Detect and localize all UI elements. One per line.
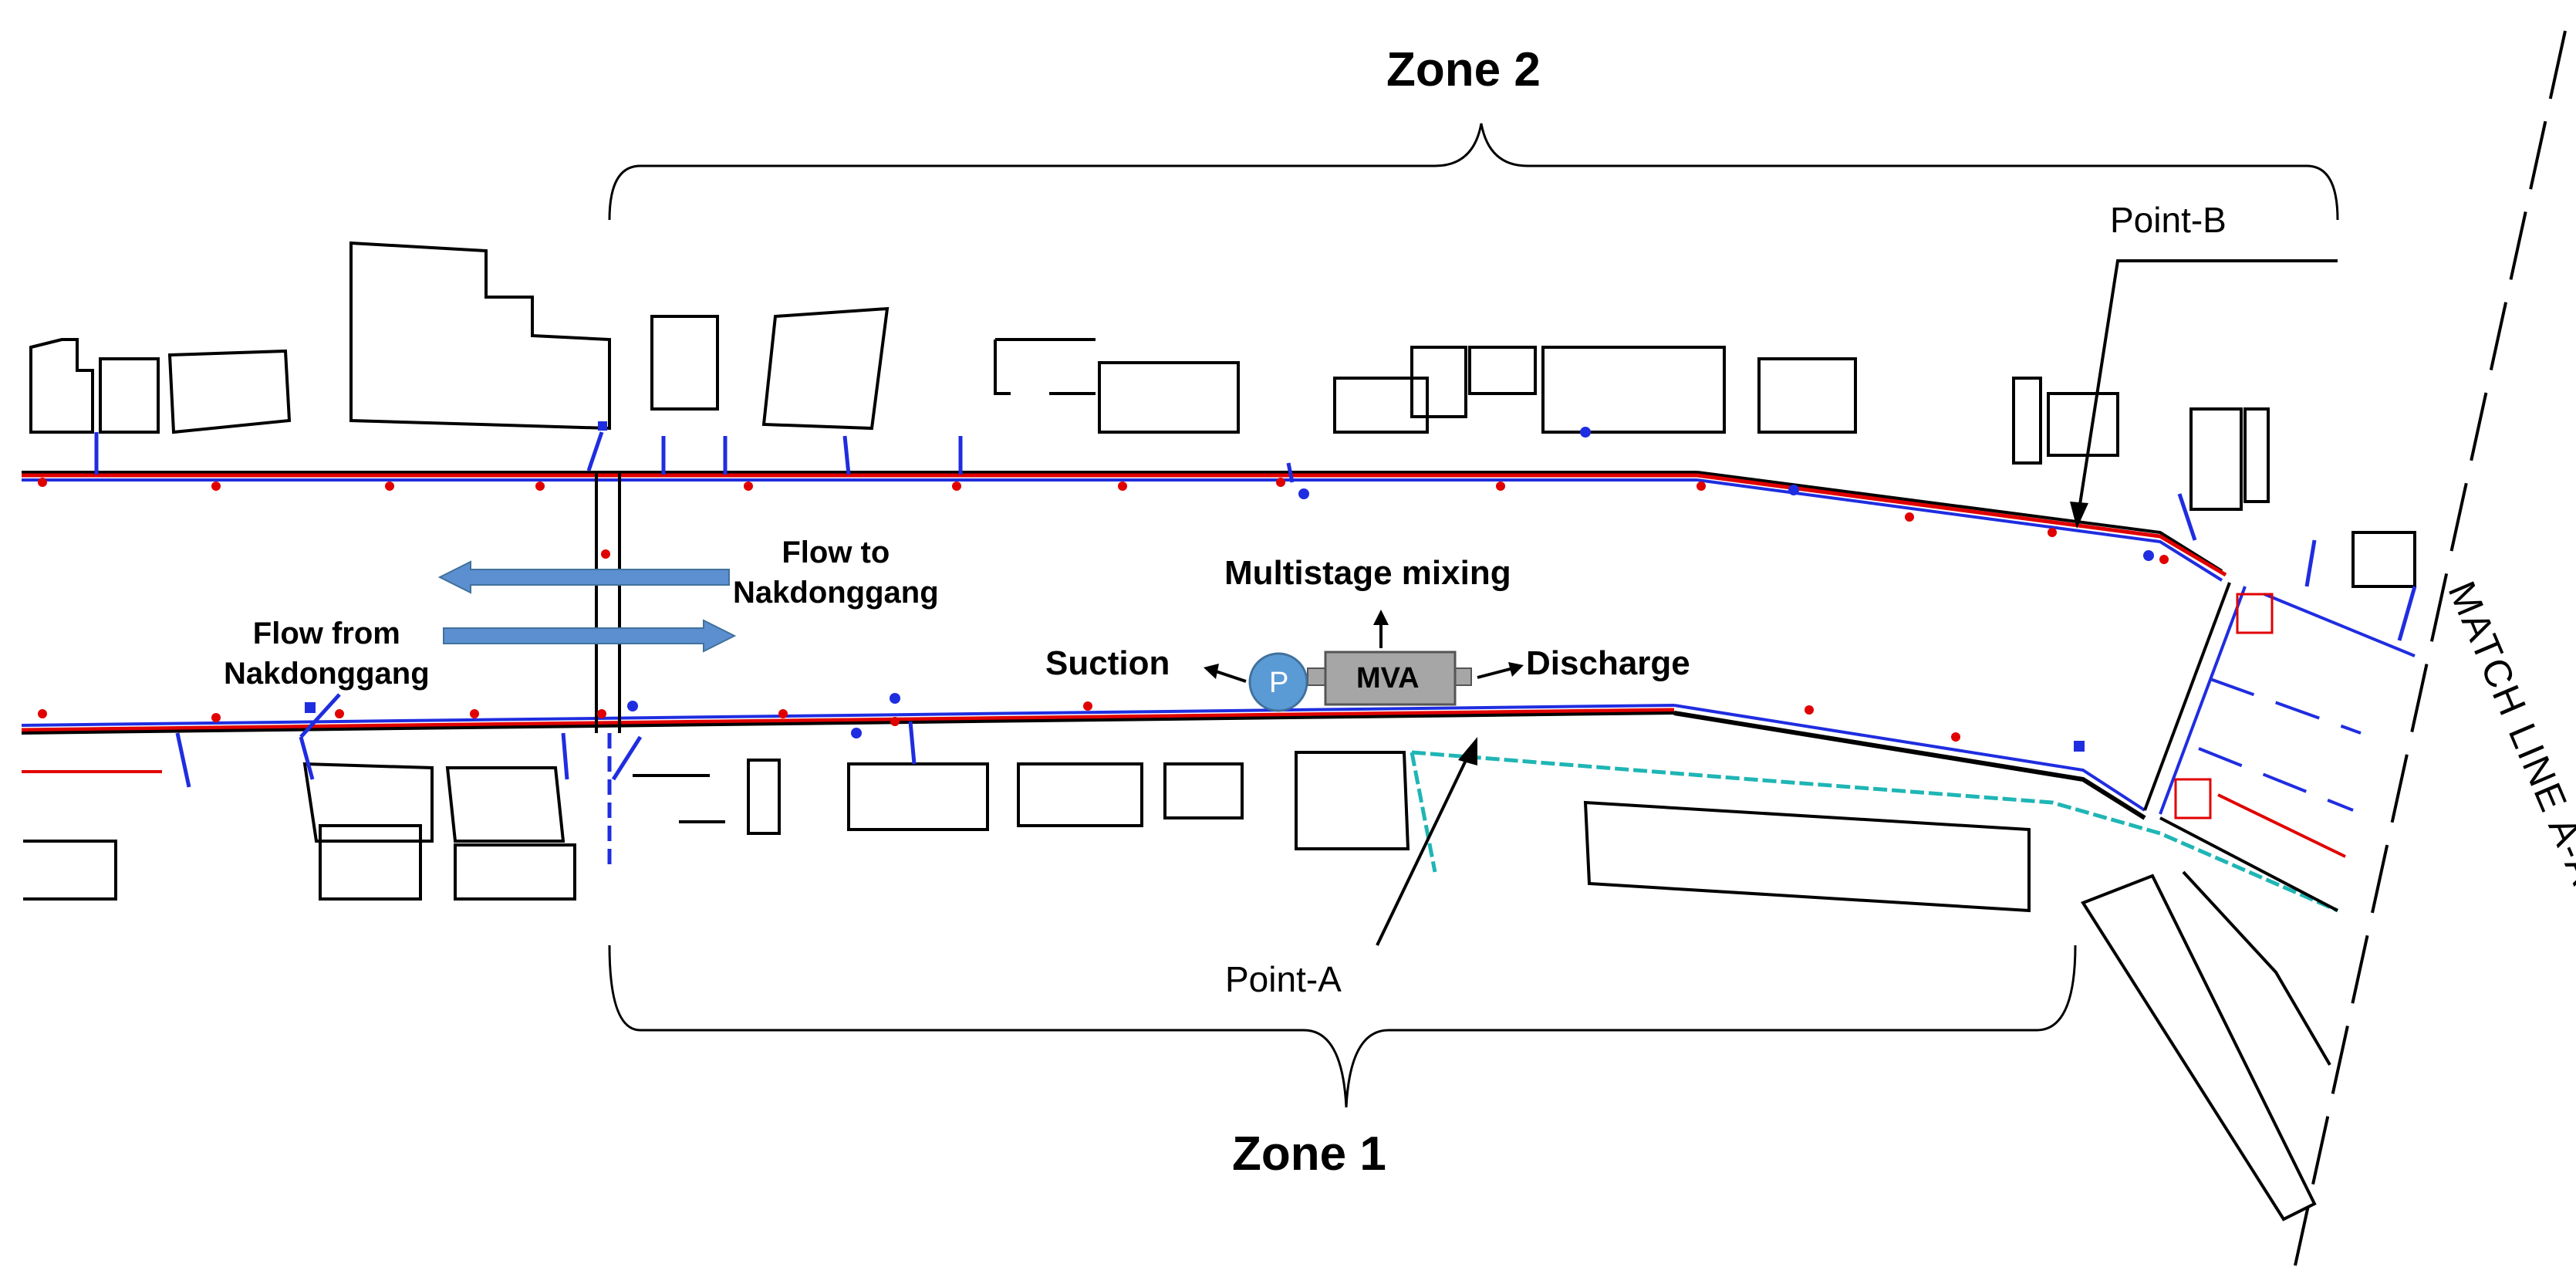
bridge bbox=[595, 472, 621, 733]
point-b-pointer bbox=[2078, 259, 2338, 510]
arrow-right-icon bbox=[443, 619, 737, 653]
cyan-curb bbox=[1411, 750, 2338, 913]
zone2-brace bbox=[608, 123, 2339, 221]
point-b-label: Point-B bbox=[2110, 200, 2227, 240]
discharge-label: Discharge bbox=[1526, 644, 1690, 682]
service-lines bbox=[94, 431, 2417, 864]
zone1-brace bbox=[608, 945, 2077, 1108]
buildings-bottom bbox=[23, 751, 2331, 1222]
flow-from-line1: Flow from bbox=[252, 617, 400, 651]
mixer-icon bbox=[1307, 651, 1472, 706]
lower-road bbox=[21, 704, 2146, 820]
zone1-label: Zone 1 bbox=[1232, 1127, 1386, 1181]
suction-label: Suction bbox=[1045, 644, 1170, 682]
arrow-left-icon bbox=[437, 560, 730, 594]
pump-label: P bbox=[1269, 667, 1289, 699]
zone2-label: Zone 2 bbox=[1386, 43, 1541, 96]
flow-from-line2: Nakdonggang bbox=[224, 657, 430, 691]
multistage-label: Multistage mixing bbox=[1224, 554, 1511, 592]
manholes-red bbox=[38, 478, 2169, 742]
point-a-pointer bbox=[1376, 752, 1471, 946]
flow-from-label: Flow from Nakdonggang bbox=[224, 613, 430, 694]
flow-to-line1: Flow to bbox=[782, 536, 890, 569]
buildings-top bbox=[29, 241, 2416, 588]
pump-icon bbox=[1248, 652, 1308, 712]
flow-to-label: Flow to Nakdonggang bbox=[733, 532, 939, 613]
flow-to-line2: Nakdonggang bbox=[733, 576, 939, 610]
cross-road bbox=[2143, 582, 2416, 912]
mva-label: MVA bbox=[1356, 662, 1420, 694]
upper-road bbox=[22, 471, 2227, 582]
point-a-label: Point-A bbox=[1225, 959, 1342, 999]
match-line bbox=[2294, 30, 2567, 1266]
manholes-blue bbox=[305, 421, 2154, 752]
